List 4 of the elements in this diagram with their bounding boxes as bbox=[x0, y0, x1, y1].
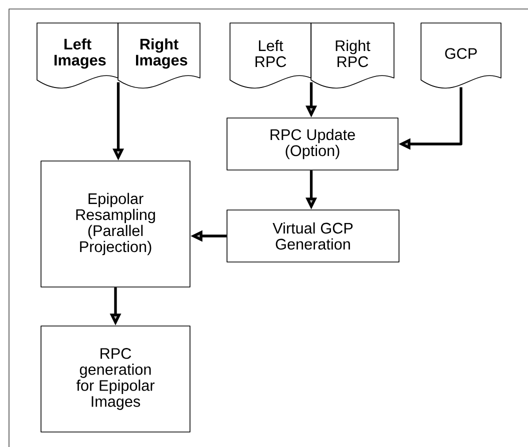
process-box: RPC Update (Option) bbox=[226, 118, 398, 170]
process-box: Epipolar Resampling (Parallel Projection) bbox=[40, 160, 190, 288]
process-box: RPC generation for Epipolar Images bbox=[40, 326, 190, 432]
process-box: Virtual GCP Generation bbox=[226, 210, 400, 262]
